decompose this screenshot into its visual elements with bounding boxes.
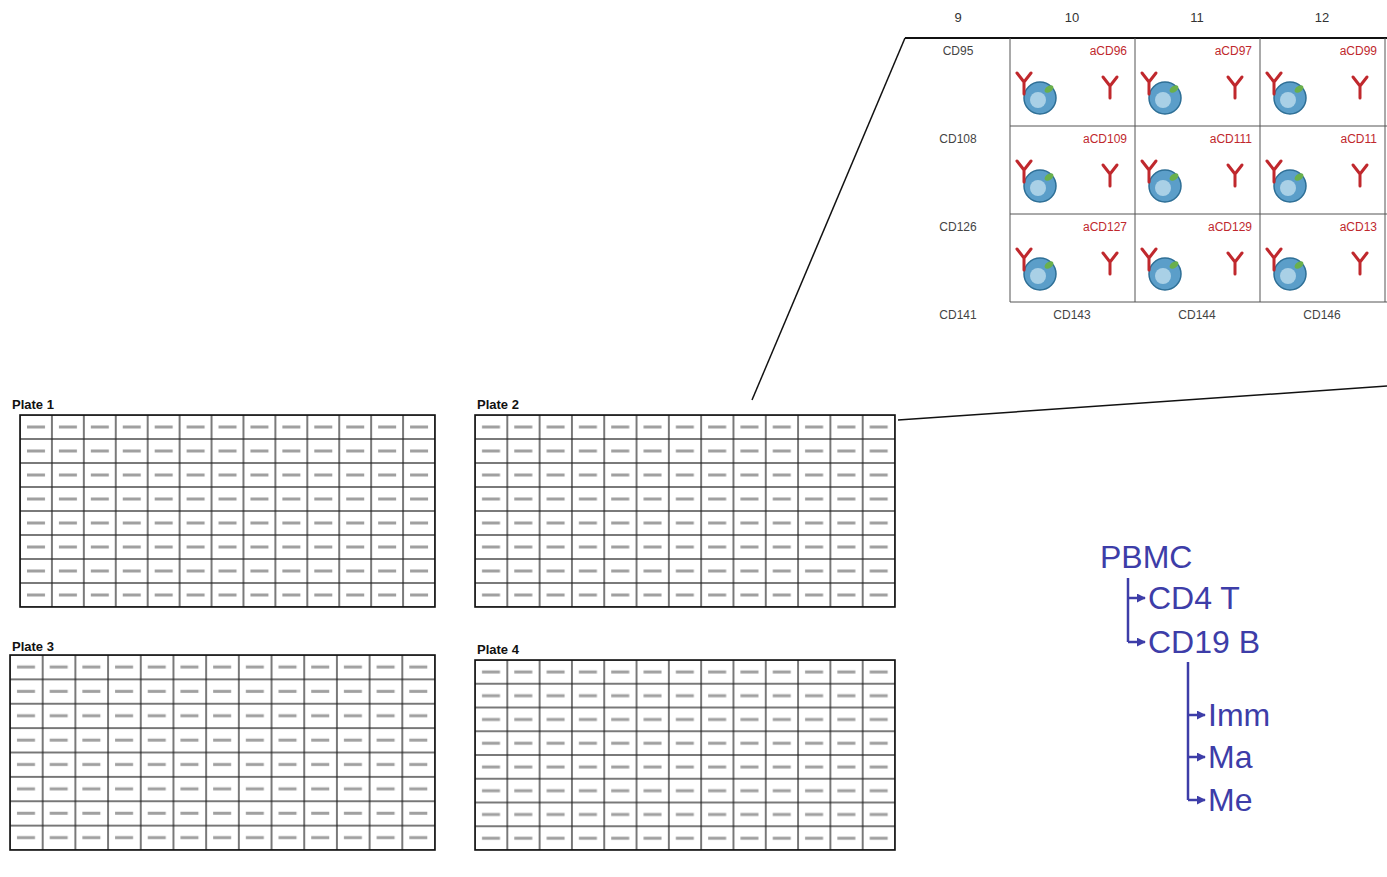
antibody-label: aCD11 bbox=[1341, 133, 1377, 147]
row-marker: CD126 bbox=[939, 221, 976, 235]
antibody-label: aCD96 bbox=[1090, 45, 1127, 59]
tree-item: CD4 T bbox=[1148, 580, 1240, 617]
antibody-label: aCD97 bbox=[1215, 45, 1252, 59]
marker-cell: CD146 bbox=[1303, 309, 1340, 323]
tree-item: Imm bbox=[1208, 697, 1270, 734]
plate-title: Plate 1 bbox=[12, 398, 54, 413]
tree-item: CD19 B bbox=[1148, 624, 1260, 661]
antibody-label: aCD111 bbox=[1210, 133, 1252, 147]
antibody-label: aCD99 bbox=[1340, 45, 1377, 59]
tree-item: PBMC bbox=[1100, 539, 1192, 576]
plate-title: Plate 2 bbox=[477, 398, 519, 413]
zoom-grid bbox=[1010, 38, 1387, 302]
column-number: 10 bbox=[1065, 11, 1079, 26]
column-number: 11 bbox=[1190, 11, 1204, 26]
antibody-label: aCD129 bbox=[1208, 221, 1252, 235]
antibody-label: aCD13 bbox=[1340, 221, 1377, 235]
plate-title: Plate 4 bbox=[477, 643, 519, 658]
zoom-lines bbox=[752, 38, 1387, 420]
column-number: 12 bbox=[1315, 11, 1329, 26]
row-marker: CD108 bbox=[939, 133, 976, 147]
marker-cell: CD144 bbox=[1178, 309, 1215, 323]
tree-item: Ma bbox=[1208, 739, 1252, 776]
antibody-label: aCD109 bbox=[1083, 133, 1127, 147]
column-number: 9 bbox=[954, 11, 961, 26]
marker-cell: CD143 bbox=[1053, 309, 1090, 323]
antibody-label: aCD127 bbox=[1083, 221, 1127, 235]
tree-item: Me bbox=[1208, 782, 1252, 819]
plate-grid bbox=[10, 415, 895, 850]
row-marker: CD95 bbox=[943, 45, 974, 59]
cell-antibody-icons bbox=[1017, 73, 1367, 290]
row-marker: CD141 bbox=[939, 309, 976, 323]
plate-title: Plate 3 bbox=[12, 640, 54, 655]
